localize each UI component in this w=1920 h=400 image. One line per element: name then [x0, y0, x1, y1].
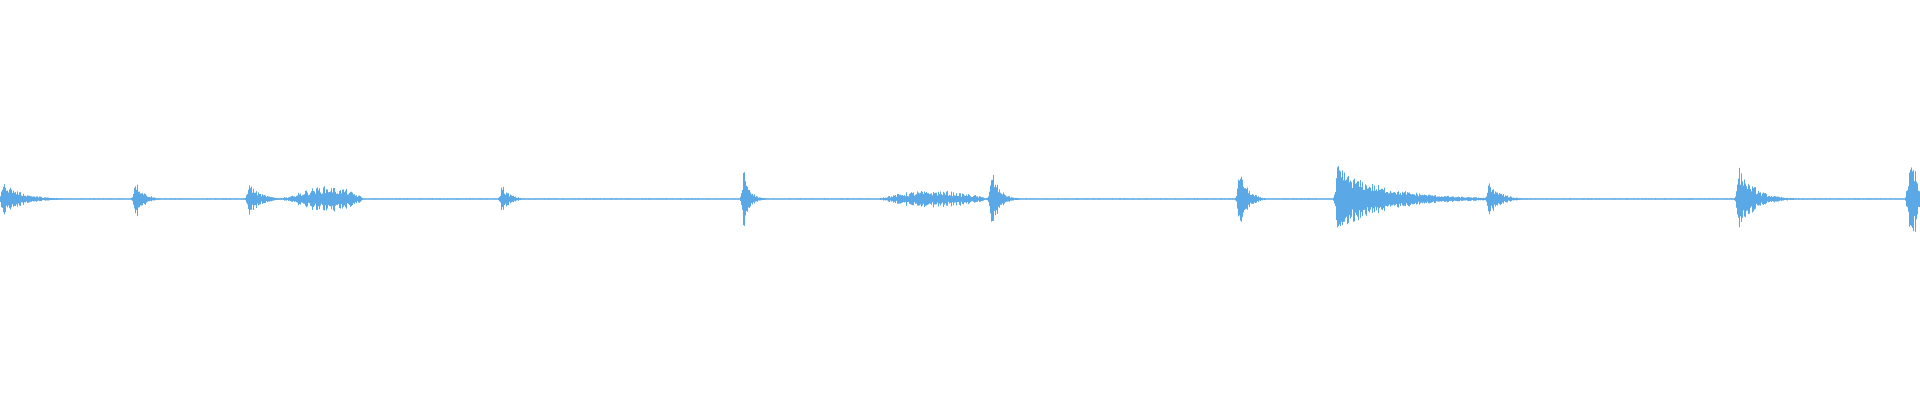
waveform-path — [0, 165, 1920, 232]
waveform-samples — [0, 165, 1920, 232]
